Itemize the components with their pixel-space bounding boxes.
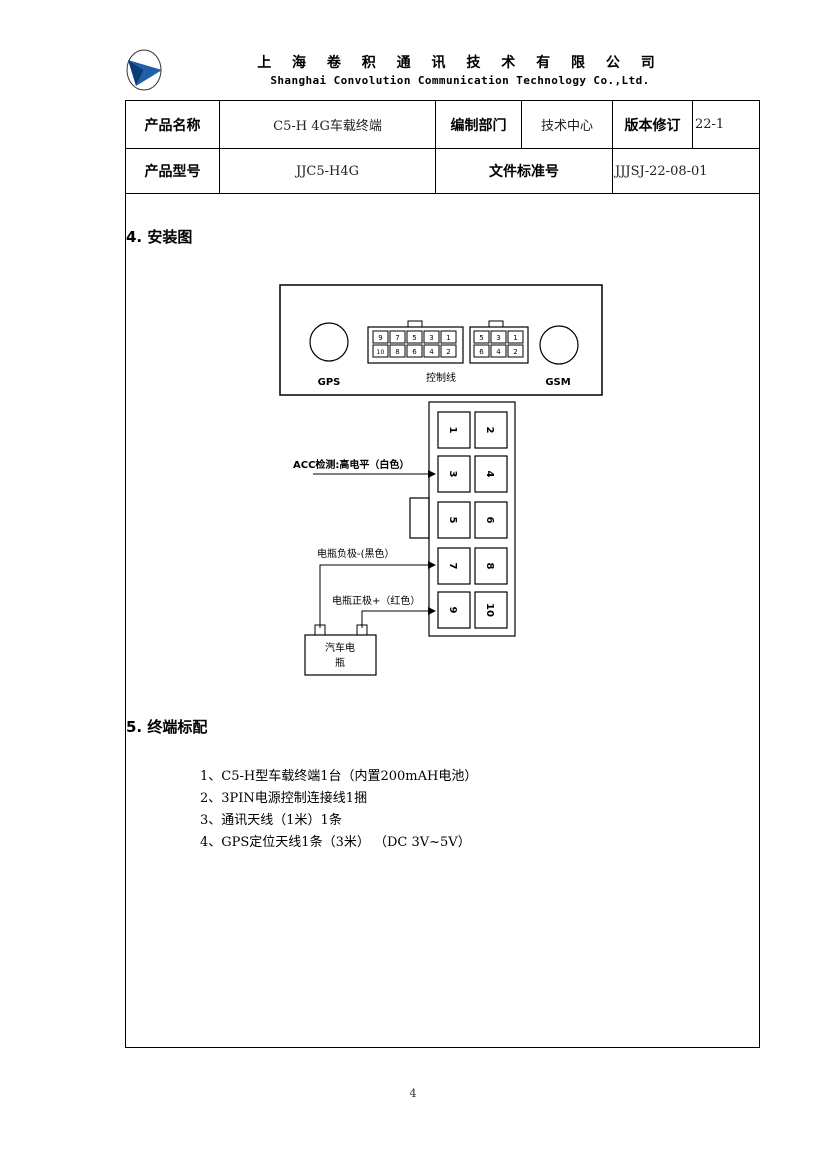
pin-label: 8 (395, 348, 399, 356)
document-frame (125, 100, 760, 1048)
pin-label: 4 (429, 348, 434, 356)
doc-std-value: JJJSJ-22-08-01 (615, 163, 708, 179)
model-label: 产品型号 (144, 164, 201, 180)
gsm-label: GSM (545, 377, 570, 388)
company-name-en: Shanghai Convolution Communication Techn… (270, 74, 650, 87)
pin-label: 6 (412, 348, 417, 356)
acc-label-text: ACC检测:高电平（白色） (293, 458, 409, 471)
control-line-label: 控制线 (426, 371, 456, 384)
pin-label: 2 (446, 348, 450, 356)
gps-label: GPS (318, 377, 341, 388)
pin-label: 7 (447, 563, 458, 570)
list-item: 3、通讯天线（1米）1条 (200, 813, 342, 828)
table-divider (612, 100, 613, 194)
pin-label: 9 (378, 334, 382, 342)
table-divider (125, 148, 760, 149)
installation-diagram: GPS GSM 控制线 9 7 5 3 1 10 8 6 4 2 5 3 1 6… (279, 284, 603, 676)
pin-label: 5 (447, 517, 458, 524)
connector-latch (409, 497, 430, 539)
product-name-label: 产品名称 (144, 117, 201, 134)
standard-config-list: 1、C5-H型车载终端1台（内置200mAH电池） 2、3PIN电源控制连接线1… (200, 766, 477, 854)
device-panel (279, 284, 603, 396)
list-item: 1、C5-H型车载终端1台（内置200mAH电池） (200, 769, 478, 784)
revision-value: 22-1 (695, 117, 725, 132)
section-4-title: 4. 安装图 (126, 228, 193, 246)
pin-label: 5 (479, 334, 483, 342)
pin-label: 6 (484, 517, 495, 524)
pin-label: 3 (447, 471, 458, 478)
table-divider (692, 100, 693, 148)
neg-label: 电瓶负极-(黑色） (317, 547, 395, 560)
gsm-port-icon (539, 325, 579, 365)
battery-label-1: 汽车电 (325, 641, 355, 654)
pos-wire (361, 607, 436, 628)
pin-label: 4 (496, 348, 501, 356)
neg-wire (319, 561, 436, 628)
dept-label: 编制部门 (450, 117, 507, 134)
dept-value: 技术中心 (540, 119, 593, 134)
model-value: JJC5-H4G (295, 163, 360, 179)
company-logo-icon (126, 49, 162, 91)
pin-label: 3 (496, 334, 500, 342)
doc-std-label: 文件标准号 (489, 164, 559, 180)
table-divider (435, 100, 436, 194)
section-5-title: 5. 终端标配 (126, 718, 208, 736)
pin-label: 7 (395, 334, 399, 342)
list-item: 4、GPS定位天线1条（3米） （DC 3V~5V） (200, 835, 471, 850)
connector-10pin-cells: 9 7 5 3 1 10 8 6 4 2 (372, 330, 457, 358)
connector-large-pins: 1 2 3 4 5 6 7 8 9 10 (437, 411, 508, 629)
table-divider (219, 100, 220, 194)
connector-6pin-cells: 5 3 1 6 4 2 (473, 330, 524, 358)
acc-label: ACC检测:高电平（白色） (293, 458, 409, 471)
list-item: 2、3PIN电源控制连接线1捆 (200, 791, 368, 806)
pin-label: 3 (429, 334, 433, 342)
pin-label: 10 (484, 603, 495, 617)
revision-label: 版本修订 (624, 117, 681, 134)
pin-label: 4 (484, 471, 495, 478)
table-divider (125, 193, 760, 194)
pin-label: 1 (513, 334, 517, 342)
company-name-cn: 上 海 卷 积 通 讯 技 术 有 限 公 司 (257, 55, 663, 71)
pin-label: 1 (446, 334, 450, 342)
pos-label: 电瓶正极+（红色） (332, 594, 420, 607)
pin-label: 8 (484, 563, 495, 570)
pin-label: 9 (447, 607, 458, 614)
battery-icon (304, 634, 377, 676)
connector-large (428, 401, 516, 637)
page-number: 4 (409, 1087, 417, 1100)
table-divider (521, 100, 522, 148)
gps-port-icon (309, 322, 349, 362)
pin-label: 5 (412, 334, 416, 342)
pin-label: 2 (513, 348, 517, 356)
pin-label: 2 (484, 427, 495, 434)
battery-label-2: 瓶 (335, 656, 345, 669)
product-name-value: C5-H 4G车载终端 (273, 119, 382, 134)
pin-label: 1 (447, 427, 458, 434)
pin-label: 6 (479, 348, 484, 356)
pin-label: 10 (377, 349, 385, 356)
